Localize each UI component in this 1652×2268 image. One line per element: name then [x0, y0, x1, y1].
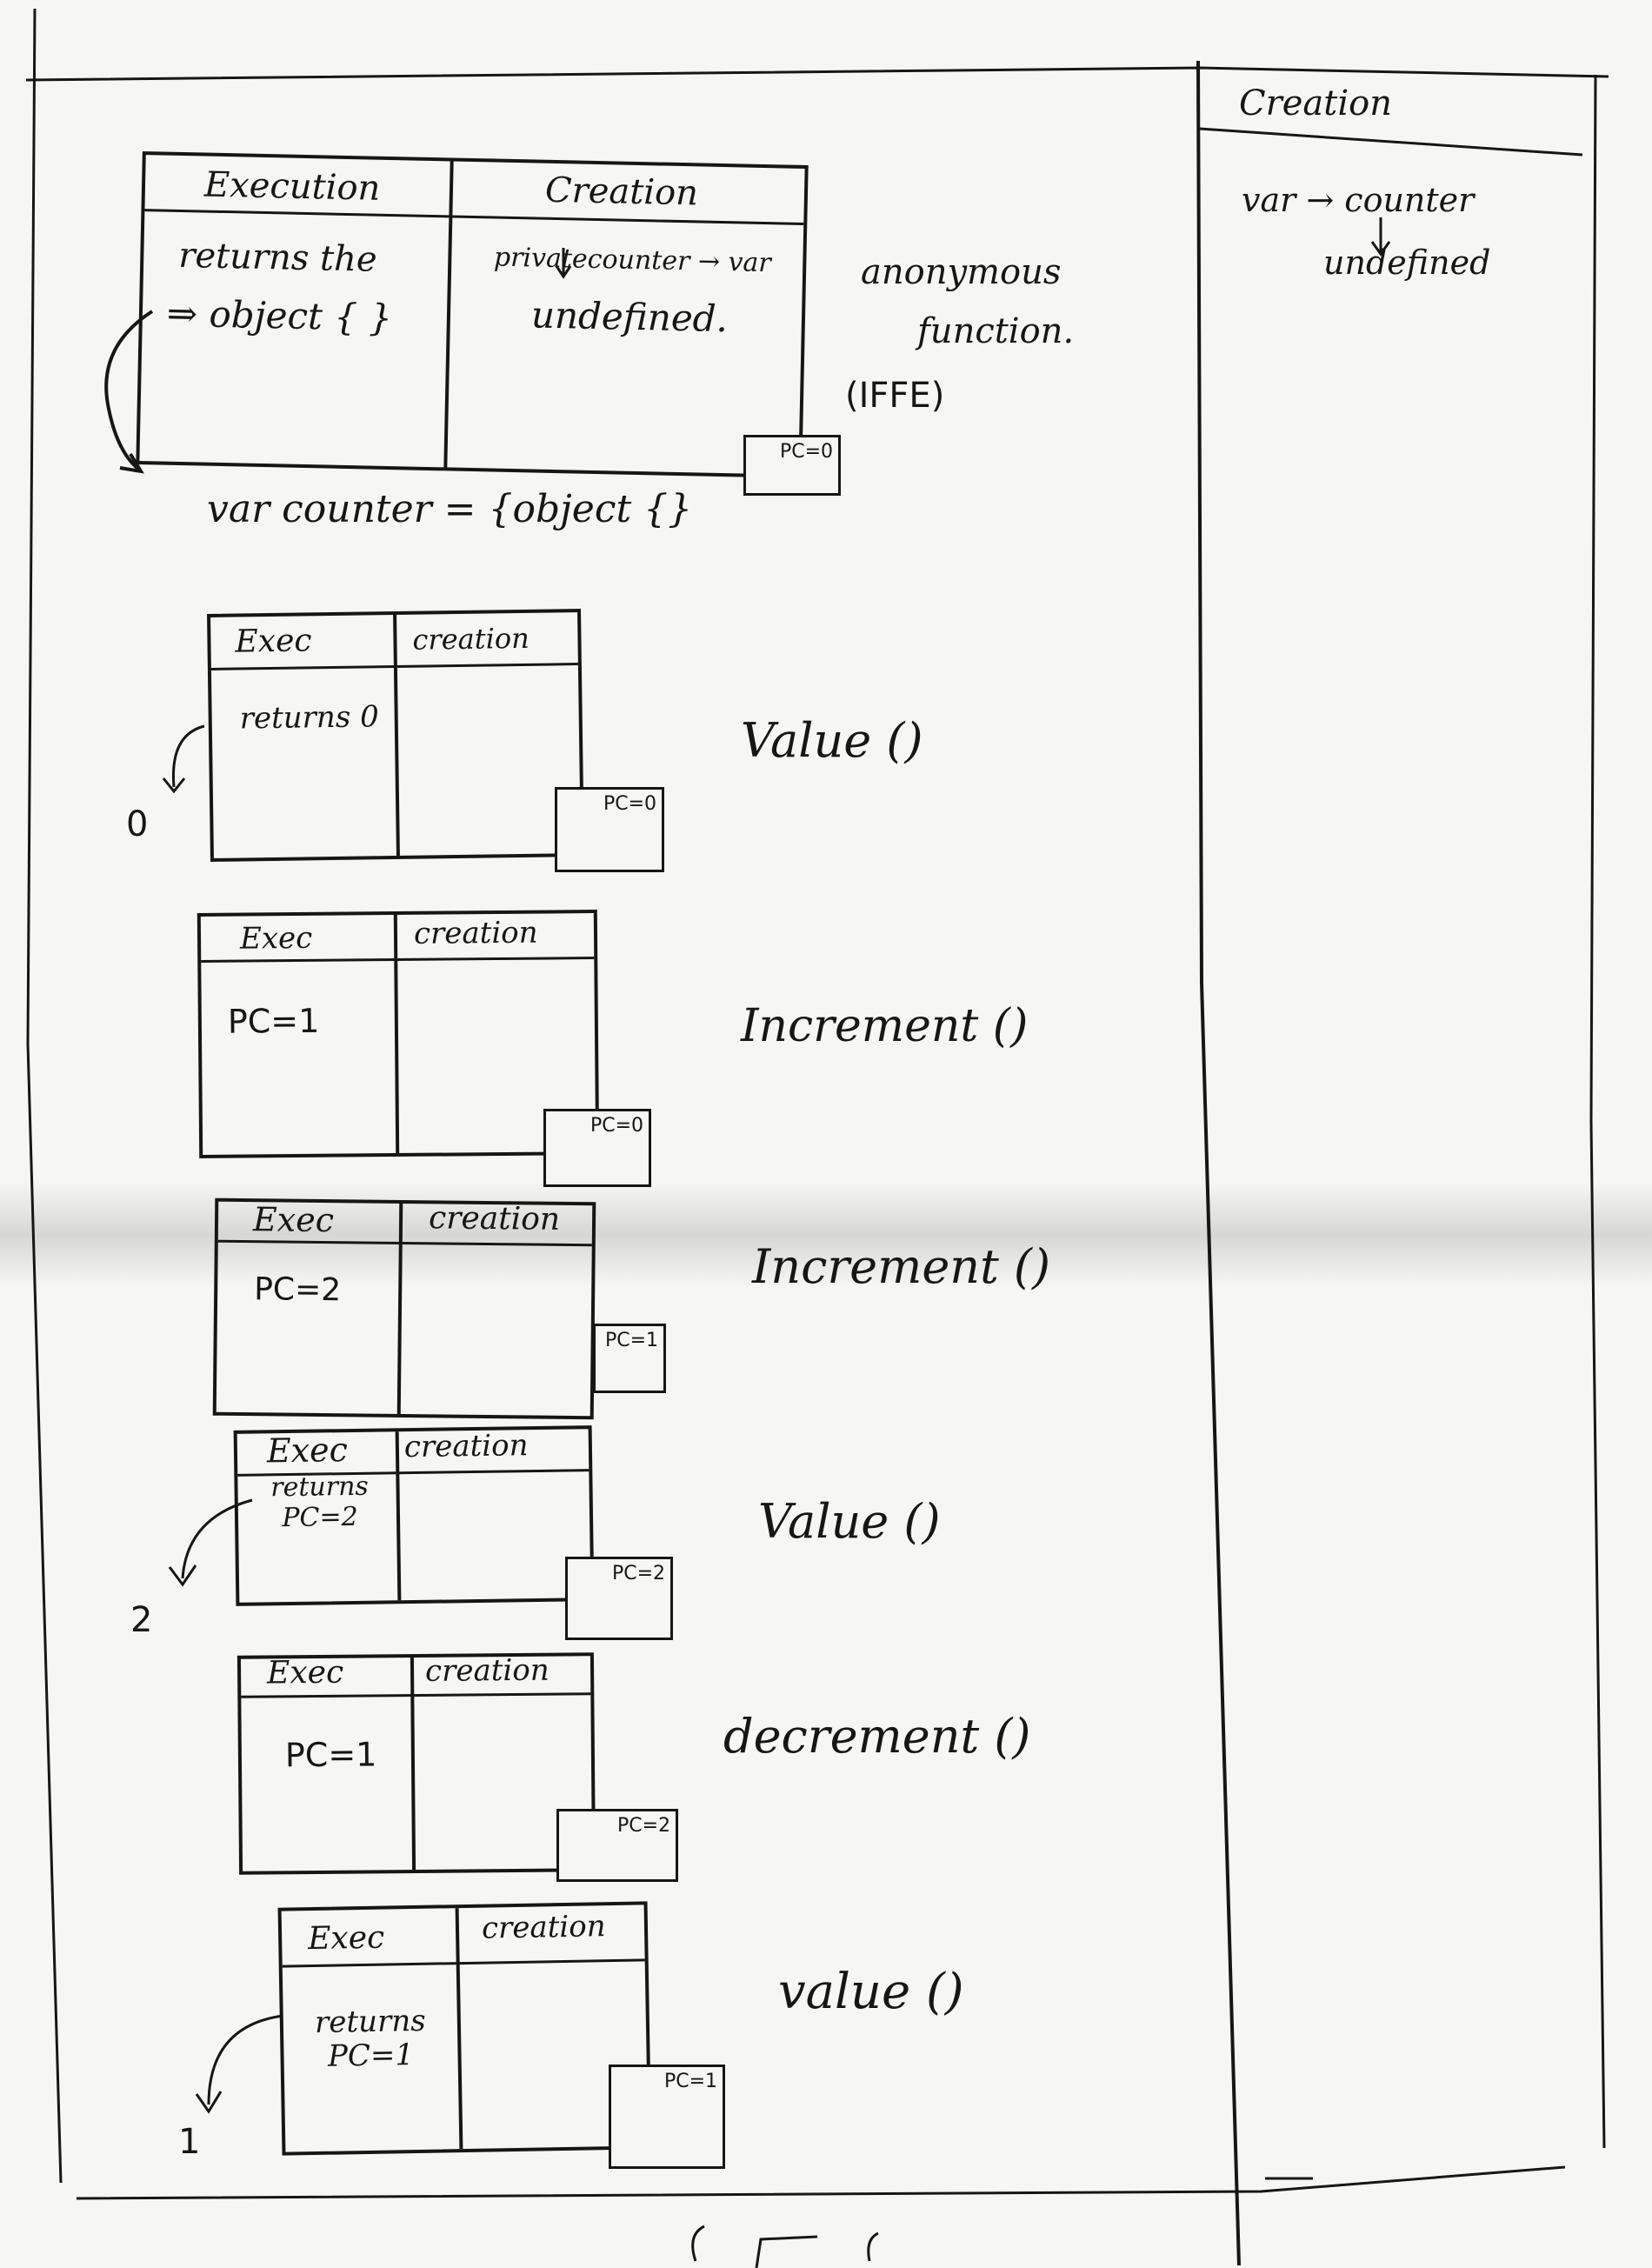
ctx4-output-arrow [181, 1498, 253, 1579]
sidebar-header-rule [1199, 127, 1583, 157]
counter-assignment: var counter = {object {} [207, 487, 693, 531]
ctx1-call-label: Value () [741, 713, 923, 768]
exec-context-6: Exec creation returns PC=1 [277, 1901, 652, 2156]
ctx2-creation-header: creation [413, 915, 538, 951]
ctx6-output-value: 1 [178, 2122, 201, 2162]
iife-pc-tab: PC=0 [743, 435, 841, 496]
ctx1-output-arrowhead [162, 777, 186, 794]
ctx3-exec-header: Exec [252, 1200, 335, 1240]
ctx6-output-arrowhead [195, 2091, 223, 2114]
ctx1-exec-body: returns 0 [239, 699, 379, 737]
ctx1-creation-header: creation [412, 621, 530, 657]
ctx5-pc-tab: PC=2 [556, 1809, 678, 1882]
iife-label-iffe: (IFFE) [845, 376, 945, 416]
ctx3-pc-tab: PC=1 [593, 1324, 666, 1393]
ctx1-exec-header: Exec [235, 623, 312, 660]
right-margin [1589, 74, 1606, 2149]
sidebar-down-arrow [1370, 217, 1391, 257]
ctx2-exec-body: PC=1 [227, 1001, 320, 1041]
ctx4-exec-body: returns PC=2 [270, 1471, 370, 1533]
sidebar-undefined-value: undefined [1323, 243, 1491, 282]
iife-return-arrowhead [119, 452, 144, 474]
ctx4-output-arrowhead [168, 1564, 197, 1587]
ctx2-pc-tab: PC=0 [543, 1109, 651, 1187]
bottom-scribble [691, 2225, 879, 2268]
iife-label-function: function. [917, 311, 1075, 351]
ctx3-creation-header: creation [428, 1200, 561, 1237]
ctx5-creation-header: creation [424, 1652, 550, 1689]
iife-exec-line2: ⇒ object { } [166, 291, 393, 340]
ctx2-call-label: Increment () [741, 1000, 1029, 1052]
exec-context-3: Exec creation PC=2 [212, 1197, 596, 1420]
ctx5-exec-header: Exec [266, 1654, 344, 1691]
exec-context-4: Exec creation returns PC=2 [233, 1425, 595, 1606]
ctx2-exec-header: Exec [239, 920, 313, 957]
iife-exec-line1: returns the [177, 235, 378, 280]
iife-return-arrow [104, 310, 154, 471]
top-rule [25, 66, 1609, 82]
ctx6-creation-header: creation [481, 1909, 606, 1946]
ctx4-call-label: Value () [758, 1494, 941, 1549]
ctx6-call-label: value () [778, 1964, 964, 2020]
exec-context-5: Exec creation PC=1 [236, 1652, 596, 1875]
ctx6-exec-body: returns PC=1 [314, 2003, 426, 2074]
ctx6-pc-tab: PC=1 [609, 2065, 725, 2169]
ctx5-call-label: decrement () [723, 1709, 1031, 1764]
sidebar-divider [1196, 60, 1241, 2266]
sidebar-var-entry: var → counter [1242, 181, 1475, 219]
ctx5-exec-body: PC=1 [284, 1735, 377, 1775]
iife-creation-header: Creation [544, 170, 699, 214]
ctx1-output-arrow [171, 724, 205, 788]
ctx3-exec-body: PC=2 [254, 1271, 342, 1309]
left-margin [26, 8, 63, 2184]
bottom-rule [76, 2165, 1566, 2200]
iife-context-header: Execution Creation [144, 155, 805, 225]
exec-context-1: Exec creation returns 0 [207, 609, 584, 862]
ctx6-exec-header: Exec [307, 1919, 385, 1958]
iife-creation-line1: privatecounter → var [493, 242, 772, 279]
ctx3-call-label: Increment () [752, 1239, 1051, 1294]
iife-creation-line2: undefined. [530, 293, 729, 341]
ctx4-pc-tab: PC=2 [565, 1557, 673, 1640]
ctx1-output-value: 0 [126, 804, 149, 844]
paper-fold-shadow [0, 1183, 1652, 1287]
ctx4-output-value: 2 [130, 1600, 153, 1640]
ctx6-output-arrow [207, 2014, 283, 2105]
ctx4-exec-header: Exec [266, 1431, 349, 1471]
ctx4-creation-header: creation [403, 1428, 529, 1465]
exec-context-2: Exec creation PC=1 [197, 909, 600, 1159]
ctx1-pc-tab: PC=0 [555, 787, 664, 872]
iife-label-anonymous: anonymous [861, 252, 1062, 292]
sidebar-title: Creation [1239, 83, 1392, 123]
private-counter-down-arrow [555, 248, 572, 279]
iife-execution-context: Execution Creation returns the ⇒ object … [136, 151, 809, 478]
iife-exec-header: Execution [203, 164, 381, 209]
